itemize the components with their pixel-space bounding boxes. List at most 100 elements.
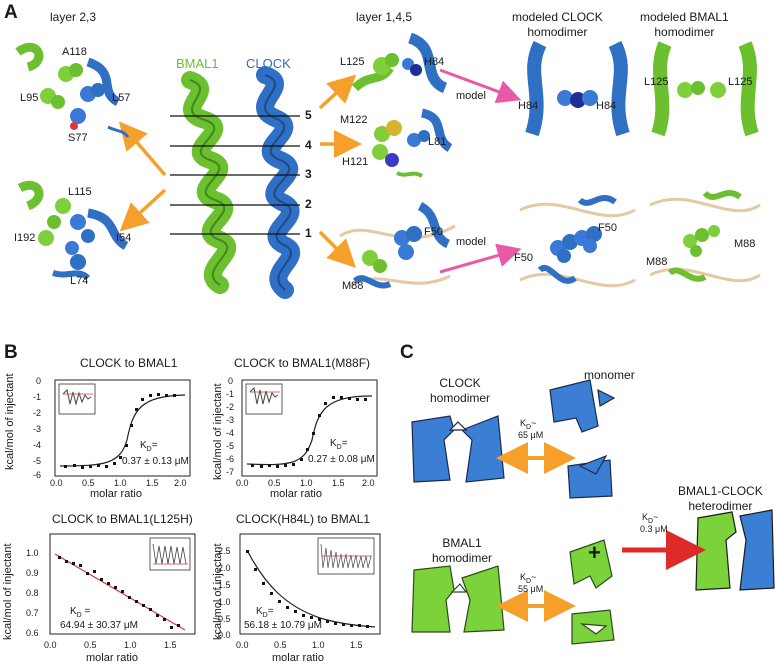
itc1-ylabel: kcal/mol of injectant xyxy=(4,373,16,470)
layer4-structure xyxy=(372,108,453,178)
itc3-ytick-1: 0.9 xyxy=(26,568,39,578)
clock-homodimer-label: CLOCK homodimer xyxy=(430,376,491,405)
itc4-ytick-5: 0.0 xyxy=(218,630,231,640)
itc2-ytick-2: -2 xyxy=(226,402,235,412)
clock-label: CLOCK xyxy=(246,56,291,71)
clock-monomer-bottom xyxy=(567,454,613,499)
kd-hetero-value: 0.3 μM xyxy=(640,524,668,534)
itc2-xtick-2: 1.0 xyxy=(300,478,313,488)
residue-l57: L57 xyxy=(112,92,131,104)
layer1-structure xyxy=(339,201,456,289)
kd-clock-value: 65 μM xyxy=(518,430,544,440)
itc4-ytick-2: 1.5 xyxy=(218,580,231,590)
itc4-ytick-0: 2.5 xyxy=(218,546,231,556)
itc4-ytick-4: 0.5 xyxy=(218,614,231,624)
itc1-title: CLOCK to BMAL1 xyxy=(80,356,178,370)
central-coiled-coil xyxy=(170,66,300,299)
layer-number-2: 2 xyxy=(305,197,312,211)
model-arrow-bottom xyxy=(439,243,522,274)
itc2-xtick-3: 1.5 xyxy=(332,478,345,488)
layer23-bottom-structure xyxy=(17,180,129,281)
itc4-xtick-2: 1.0 xyxy=(312,640,325,650)
itc3-kd-value: 64.94 ± 30.37 μM xyxy=(60,620,138,631)
itc1-xtick-2: 1.0 xyxy=(114,478,127,488)
model-arrow-top xyxy=(439,68,522,104)
residue-l125-model-right: L125 xyxy=(728,76,753,88)
itc4-xtick-0: 0.0 xyxy=(236,640,249,650)
model-label-top: model xyxy=(456,90,486,102)
itc3-plot xyxy=(49,533,196,635)
itc1-ytick-1: -1 xyxy=(33,392,42,402)
itc3-xtick-0: 0.0 xyxy=(44,640,57,650)
layer23-title: layer 2,3 xyxy=(50,10,97,24)
kd-bmal-value: 55 μM xyxy=(518,584,544,594)
itc1-xtick-1: 0.5 xyxy=(82,478,95,488)
itc4-plot xyxy=(239,533,381,635)
panel-c-diagram xyxy=(411,379,775,645)
itc2-ytick-3: -3 xyxy=(226,415,235,425)
itc1-ytick-4: -4 xyxy=(33,440,42,450)
itc2-xtick-1: 0.5 xyxy=(268,478,281,488)
itc1-xtick-4: 2.0 xyxy=(174,478,187,488)
itc3-ytick-4: 0.6 xyxy=(26,628,39,638)
residue-f50-model-left: F50 xyxy=(514,252,533,264)
itc2-ylabel: kcal/mol of injectant xyxy=(212,383,224,480)
clock-homodimer-shape xyxy=(411,415,505,483)
itc2-ytick-5: -5 xyxy=(226,441,235,451)
itc4-ytick-1: 2.0 xyxy=(218,563,231,573)
residue-l115: L115 xyxy=(68,186,92,198)
itc1-kd-value: 0.37 ± 0.13 μM xyxy=(122,456,189,467)
bmal1-homodimer-bottom-structure xyxy=(649,190,761,283)
residue-f50-model-right: F50 xyxy=(598,222,617,234)
kd-hetero-prefix: KD~ xyxy=(642,512,659,525)
residue-a118: A118 xyxy=(62,46,87,58)
itc4-kd-label: KD= xyxy=(256,606,274,619)
itc1-plot xyxy=(54,379,191,477)
itc3-title: CLOCK to BMAL1(L125H) xyxy=(52,512,193,526)
residue-h84-model-right: H84 xyxy=(596,100,617,112)
residue-m88-model-right: M88 xyxy=(734,238,756,250)
itc1-ytick-3: -3 xyxy=(33,424,42,434)
itc3-xtick-2: 1.0 xyxy=(124,640,137,650)
layer5-structure xyxy=(351,32,448,94)
itc2-ytick-1: -1 xyxy=(226,389,235,399)
bmal1-monomer-top xyxy=(569,539,613,589)
clock-homodimer-top-structure xyxy=(525,40,630,137)
itc4-title: CLOCK(H84L) to BMAL1 xyxy=(236,512,371,526)
residue-l125-l5: L125 xyxy=(340,56,365,68)
itc3-ytick-3: 0.7 xyxy=(26,608,39,618)
itc1-xlabel: molar ratio xyxy=(90,488,142,500)
heterodimer-shape xyxy=(695,509,775,591)
clock-homodimer-bottom-structure xyxy=(519,195,636,288)
residue-m122: M122 xyxy=(340,114,368,126)
itc1-kd-label: KD= xyxy=(140,440,158,453)
residue-i192: I192 xyxy=(14,232,36,244)
itc4-xlabel: molar ratio xyxy=(272,652,324,664)
model-label-bottom: model xyxy=(456,236,486,248)
itc3-ytick-2: 0.8 xyxy=(26,588,39,598)
residue-h84-l5: H84 xyxy=(424,56,445,68)
arrow-to-top-left xyxy=(118,121,167,177)
itc2-title: CLOCK to BMAL1(M88F) xyxy=(234,356,371,370)
itc4-kd-value: 56.18 ± 10.79 μM xyxy=(244,620,322,631)
layer-number-1: 1 xyxy=(305,226,312,240)
itc2-ytick-4: -4 xyxy=(226,428,235,438)
clock-homodimer-model-title: modeled CLOCK homodimer xyxy=(512,10,603,39)
monomer-label: monomer xyxy=(584,368,635,382)
residue-l81: L81 xyxy=(428,136,447,148)
bmal1-label: BMAL1 xyxy=(176,56,219,71)
itc2-xlabel: molar ratio xyxy=(270,488,322,500)
residue-h84-model-left: H84 xyxy=(518,100,539,112)
panel-c-letter: C xyxy=(400,342,414,363)
layer23-top-structure xyxy=(15,42,130,138)
residue-l74: L74 xyxy=(70,275,89,287)
residue-f50-l1: F50 xyxy=(424,226,443,238)
kd-clock-prefix: KD~ xyxy=(520,418,537,431)
itc1-ytick-0: 0 xyxy=(36,376,42,386)
itc3-ytick-0: 1.0 xyxy=(26,548,39,558)
layer-number-4: 4 xyxy=(305,138,312,152)
itc2-kd-label: KD= xyxy=(330,438,348,451)
itc3-ylabel: kcal/mol of injectant xyxy=(2,543,14,640)
residue-h121: H121 xyxy=(342,156,369,168)
layer-number-3: 3 xyxy=(305,167,312,181)
